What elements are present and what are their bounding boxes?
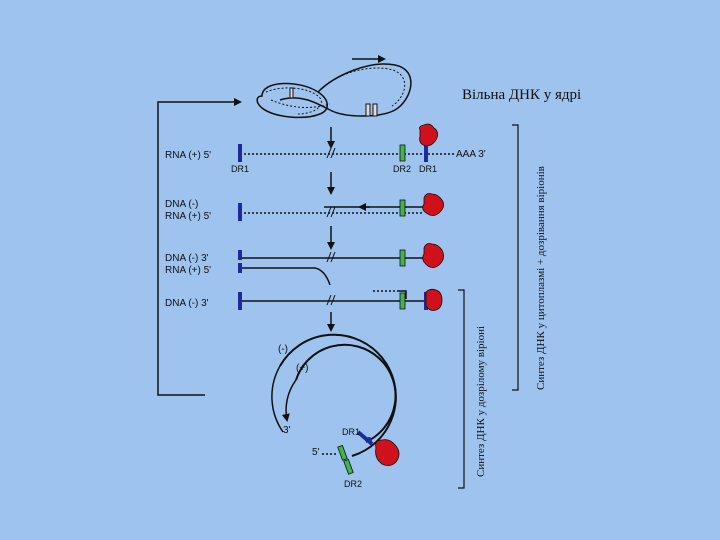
- row-1-label: RNA (+) 5': [165, 150, 211, 161]
- polymerase-icon: [376, 440, 399, 466]
- polymerase-icon: [426, 289, 442, 310]
- circle-dr1-label: DR1: [342, 427, 360, 437]
- row-2-label-b: RNA (+) 5': [165, 211, 211, 222]
- polymerase-icon: [420, 124, 438, 146]
- plus-strand-label: (+): [296, 363, 309, 374]
- dr2-label: DR2: [393, 164, 411, 174]
- cccdna-coil-icon: [257, 64, 411, 117]
- minus-strand-label: (-): [278, 344, 288, 355]
- recycling-arrow: [158, 102, 240, 395]
- polymerase-icon: [423, 244, 444, 268]
- polymerase-icon: [423, 194, 444, 216]
- row-1-pregenomic-rna: RNA (+) 5' DR1 DR2 DR1 AAA 3': [165, 124, 486, 174]
- row-3-label-a: DNA (-) 3': [165, 253, 209, 264]
- row-2-minus-strand-start: DNA (-) RNA (+) 5': [165, 194, 444, 223]
- bracket-outer-label: Синтез ДНК у цитоплазмі + дозрівання вір…: [535, 166, 547, 390]
- dr1-left-marker: [238, 144, 242, 162]
- relaxed-circular-dna: (-) (+) 3' 5' DR1 DR2: [272, 335, 399, 489]
- row-3-label-b: RNA (+) 5': [165, 265, 211, 276]
- diagram-title: Вільна ДНК у ядрі: [462, 87, 581, 103]
- bracket-inner: [458, 290, 464, 488]
- dr1-right-label: DR1: [419, 164, 437, 174]
- polya-label: AAA 3': [456, 149, 486, 160]
- bracket-outer: [512, 125, 518, 390]
- row-4-plus-strand-start: DNA (-) 3': [165, 289, 442, 310]
- three-prime-label: 3': [283, 425, 291, 436]
- dr1-left-label: DR1: [231, 164, 249, 174]
- dr2-marker: [400, 145, 405, 161]
- circle-dr2-label: DR2: [344, 479, 362, 489]
- row-4-label: DNA (-) 3': [165, 298, 209, 309]
- row-2-label-a: DNA (-): [165, 199, 198, 210]
- dr1-right-marker: [424, 144, 428, 162]
- bracket-inner-label: Синтез ДНК у дозрілому віріоні: [475, 326, 487, 477]
- row-3-minus-strand-elongation: DNA (-) 3' RNA (+) 5': [165, 244, 444, 286]
- five-prime-label: 5': [312, 447, 320, 458]
